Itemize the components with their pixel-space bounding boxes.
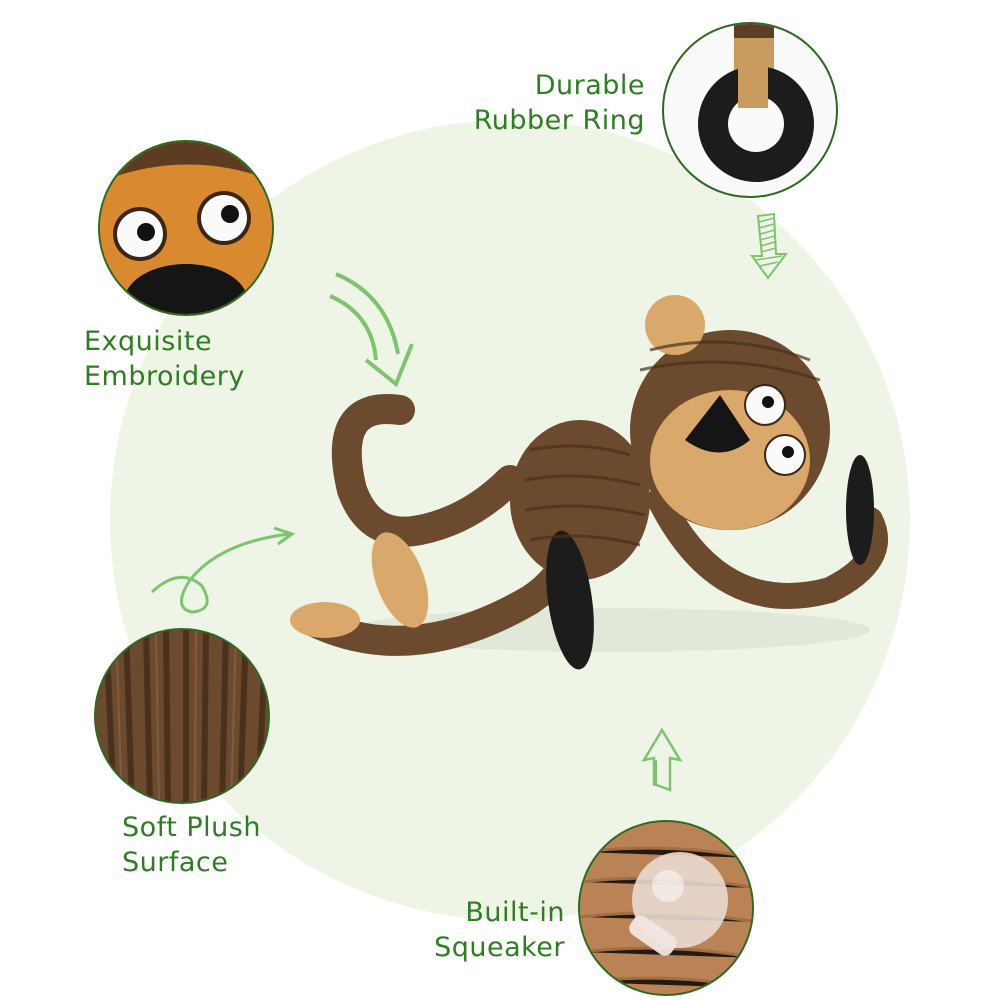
outline-arrow-up-icon [641,728,683,792]
inset-plush-surface [94,628,270,804]
squeaker-image [580,822,752,994]
label-soft-plush-surface: Soft Plush Surface [122,810,261,880]
striped-arrow-down-icon [750,212,788,280]
curved-arrow-down-icon [329,272,414,388]
label-built-in-squeaker: Built-in Squeaker [420,895,565,965]
label-line: Durable [534,70,645,101]
label-line: Exquisite [84,326,213,357]
label-line: Embroidery [84,361,245,392]
label-line: Squeaker [434,932,565,963]
monkey-toy-image [290,295,888,670]
inset-squeaker [578,820,754,996]
inset-rubber-ring [662,22,838,198]
embroidery-face-image [100,142,272,314]
label-line: Rubber Ring [473,105,645,136]
label-durable-rubber-ring: Durable Rubber Ring [470,68,645,138]
plush-texture-image [96,630,268,802]
label-line: Soft Plush [122,812,261,843]
loop-arrow-right-icon [150,526,296,614]
inset-embroidery [98,140,274,316]
rubber-ring-image [698,24,814,182]
label-exquisite-embroidery: Exquisite Embroidery [84,324,245,394]
label-line: Surface [122,847,229,878]
label-line: Built-in [465,897,565,928]
